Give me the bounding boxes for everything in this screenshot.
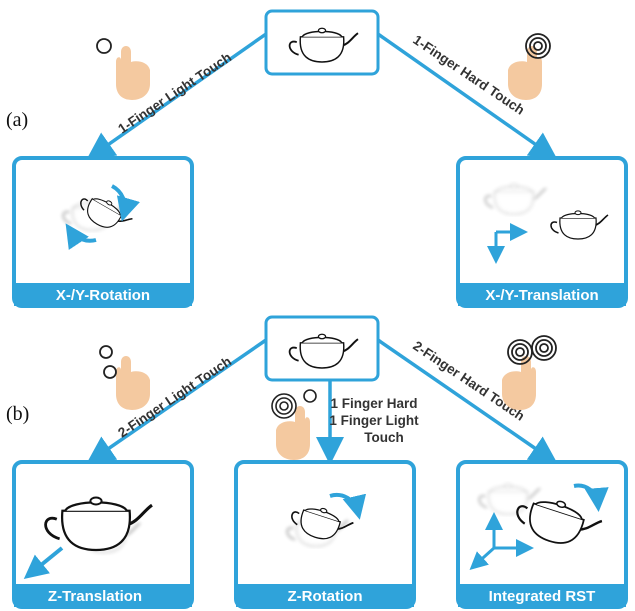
caption-integrated-rst: Integrated RST <box>489 588 596 605</box>
edge-a-hard <box>376 32 558 161</box>
edge-a-light <box>86 32 268 161</box>
panel-xy-translation: X-/Y-Translation <box>456 156 628 308</box>
panel-z-rotation: Z-Rotation <box>234 460 416 609</box>
caption-z-rotation: Z-Rotation <box>288 588 363 605</box>
rotate-arrow-icon <box>65 223 97 250</box>
axis-arrows-icon <box>487 223 528 264</box>
source-node-a <box>264 9 380 76</box>
part-label-b: (b) <box>6 403 29 425</box>
source-node-b <box>264 315 380 382</box>
rotate-arrow-icon <box>329 493 367 520</box>
rotate-arrow-icon <box>573 483 609 512</box>
hand-hard-touch-icon <box>508 33 551 100</box>
edge-label-b-mixed-line-2: 1 Finger Light <box>329 413 419 428</box>
edge-b-two-light <box>86 338 267 464</box>
edge-b-two-hard <box>377 338 558 464</box>
rotate-arrow-icon <box>110 184 140 222</box>
hand-mixed-touch-icon <box>271 389 317 460</box>
panel-integrated-rst: Integrated RST <box>456 460 628 609</box>
hand-hard-touch-icon <box>502 335 557 410</box>
hand-light-touch-icon <box>99 345 150 410</box>
part-label-a: (a) <box>6 109 28 131</box>
caption-xy-translation: X-/Y-Translation <box>485 287 598 304</box>
caption-xy-rotation: X-/Y-Rotation <box>56 287 150 304</box>
axis-arrows-icon <box>469 512 534 571</box>
edge-label-b-mixed-line-3: Touch <box>364 430 404 445</box>
panel-z-translation: Z-Translation <box>12 460 194 609</box>
edge-label-b-mixed-line-1: 1 Finger Hard <box>330 396 417 411</box>
hand-light-touch-icon <box>96 38 150 100</box>
caption-z-translation: Z-Translation <box>48 588 142 605</box>
depth-arrow-icon <box>23 546 64 580</box>
panel-xy-rotation: X-/Y-Rotation <box>12 156 194 308</box>
